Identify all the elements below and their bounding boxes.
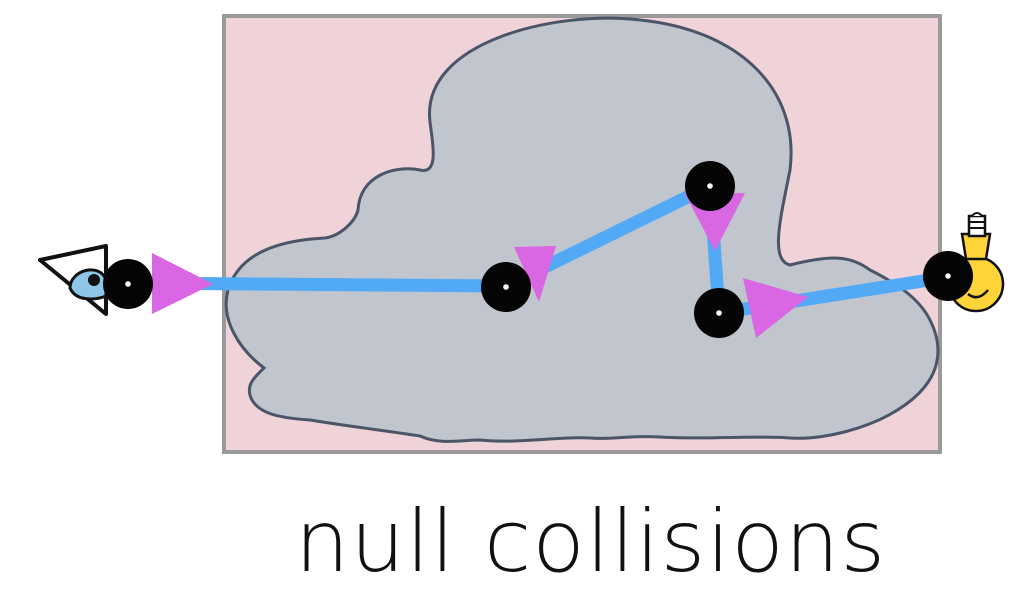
collision-vertex-dot [481,262,531,312]
cloud-medium [224,16,940,443]
eye-icon [38,244,108,316]
collision-vertex-dot [923,251,973,301]
triangle-arrow [743,278,808,338]
collision-vertices [103,161,973,338]
collision-vertex-dot [685,161,735,211]
null-collisions-diagram [38,14,1005,454]
collision-vertex-dot [103,259,153,309]
triangle-arrow [152,253,213,314]
triangle-arrow [514,246,556,302]
diagram-caption: null collisions [294,492,887,592]
collision-vertex-dot [694,288,744,338]
